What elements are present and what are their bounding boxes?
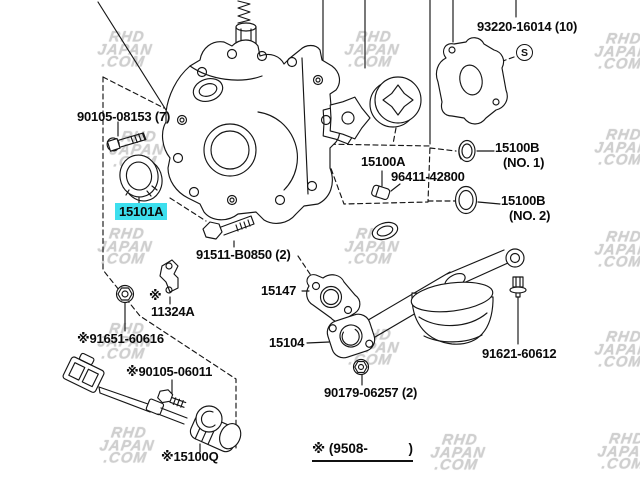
part-number-text: 91511-B0850 (2) — [196, 247, 291, 262]
strainer-15104-art — [324, 249, 524, 361]
part-number-text: 93220-16014 (10) — [477, 19, 578, 34]
part-number-text: 15101A — [119, 204, 164, 219]
part-number-text: ※15100Q — [161, 449, 219, 464]
oring-no1-art — [459, 141, 475, 162]
gasket-15147-art — [307, 275, 360, 322]
nut-90179-art — [354, 360, 369, 375]
footnote: ※ (9508- ) — [312, 441, 413, 462]
part-number-text: 90105-08153 (7) — [77, 109, 171, 124]
label-leader-lines — [118, 122, 518, 452]
crank-seal-art — [117, 152, 166, 204]
part-label-90105-06011: ※90105-06011 — [126, 365, 212, 378]
part-label-15100Q: ※15100Q — [161, 450, 219, 463]
part-number-text: ※91651-60616 — [77, 331, 164, 346]
footnote-text: ※ (9508- — [312, 441, 368, 456]
sensor-bolt-art — [157, 387, 188, 410]
part-number-text: 96411-42800 — [391, 169, 465, 184]
dashed-assembly-lines — [103, 57, 514, 448]
oring-no2-art — [456, 187, 477, 214]
plug-96411-art — [371, 185, 391, 201]
part-number-subtext: (NO. 2) — [509, 208, 551, 223]
part-label-90179-06257: 90179-06257 (2) — [324, 386, 417, 399]
part-label-15100B-no1: 15100B(NO. 1) — [495, 141, 544, 169]
footnote-close-paren: ) — [408, 441, 414, 456]
bolt-91511-art — [203, 216, 254, 239]
part-label-90105-08153: 90105-08153 (7) — [77, 110, 170, 123]
part-number-text: ※ — [149, 288, 162, 303]
part-label-15101A: 15101A — [115, 203, 168, 220]
part-number-text: 15104 — [269, 335, 305, 350]
part-number-text: 90179-06257 (2) — [324, 385, 418, 400]
part-number-text: 11324A — [151, 304, 195, 319]
part-number-text: 15100A — [361, 154, 406, 169]
screw-s-symbol: S — [516, 44, 533, 61]
part-label-91511-B0850: 91511-B0850 (2) — [196, 248, 291, 261]
bracket-11324A-art — [160, 260, 178, 293]
part-label-asterisk-bracket: ※ — [149, 288, 162, 303]
part-label-96411-42800: 96411-42800 — [391, 170, 465, 183]
part-number-text: ※90105-06011 — [126, 364, 213, 379]
pump-cover-plate-art — [436, 38, 507, 124]
oil-pump-rotors-art — [323, 77, 421, 144]
part-number-subtext: (NO. 1) — [503, 155, 545, 170]
front-bolt-art — [106, 131, 147, 152]
leader-lines-top — [98, 0, 516, 144]
part-number-text: 15100B — [495, 140, 540, 155]
part-number-text: 15147 — [261, 283, 297, 298]
part-label-15100B-no2: 15100B(NO. 2) — [501, 194, 550, 222]
part-label-15100A: 15100A — [361, 154, 406, 169]
part-label-91651-60616: ※91651-60616 — [77, 332, 164, 345]
part-label-91621-60612: 91621-60612 — [482, 346, 557, 361]
sensor-15100Q-art — [62, 350, 244, 454]
part-label-11324A: 11324A — [151, 305, 195, 318]
part-label-93220-16014: 93220-16014 (10) — [477, 20, 577, 33]
part-label-15147: 15147 — [261, 284, 296, 297]
part-label-15104: 15104 — [269, 336, 304, 349]
screw-s-text: S — [520, 46, 528, 59]
part-number-text: 91621-60612 — [482, 346, 557, 361]
part-number-text: 15100B — [501, 193, 546, 208]
collar-art — [370, 219, 400, 242]
